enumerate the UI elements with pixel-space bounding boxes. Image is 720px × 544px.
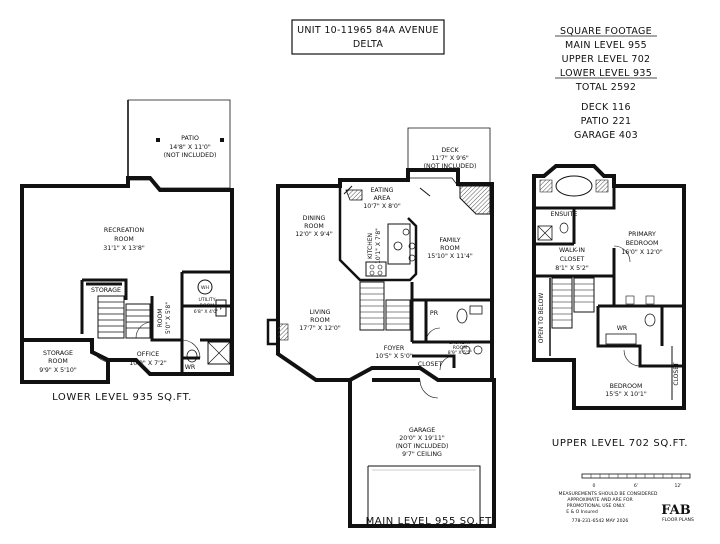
sqft-main: MAIN LEVEL 955 [565, 40, 647, 51]
disclaimer-line4: E & O Insured [566, 509, 598, 515]
garage-name: GARAGE [409, 427, 435, 434]
square-footage-summary: SQUARE FOOTAGE MAIN LEVEL 955 UPPER LEVE… [555, 26, 657, 141]
disclaimer-line3: PROMOTIONAL USE ONLY. [567, 503, 626, 509]
eating-name-2: AREA [374, 195, 392, 202]
sqft-total: TOTAL 2592 [575, 82, 636, 93]
utility-name-2: ROOM [200, 303, 214, 309]
flex-room-name: ROOM [157, 309, 164, 328]
sqft-upper: UPPER LEVEL 702 [562, 54, 651, 65]
disclaimer-line1: MEASUREMENTS SHOULD BE CONSIDERED [559, 491, 658, 497]
main-level-plan: DECK 11'7" X 9'6" (NOT INCLUDED) EATING … [266, 127, 496, 528]
storage-room-walls [20, 338, 110, 384]
upper-wr-label: WR [617, 325, 628, 332]
foyer-dims: 10'5" X 5'0" [375, 353, 413, 360]
patio-dims: 14'8" X 11'0" [169, 144, 211, 151]
sqft-deck: DECK 116 [581, 102, 631, 113]
flex-room-dims: 5'0" X 5'8" [165, 302, 172, 334]
foyer-name: FOYER [384, 345, 405, 352]
recreation-dims: 31'1" X 13'8" [103, 245, 145, 252]
upper-stairs [551, 277, 595, 329]
garage-ceiling: 9'7" CEILING [402, 451, 442, 458]
living-dims: 17'7" X 12'0" [299, 325, 341, 332]
utility-name-1: UTILITY [198, 297, 215, 303]
office-dims: 10'0" X 7'2" [129, 360, 167, 367]
dining-name-2: ROOM [304, 223, 324, 230]
contact-line: 778-231-6542 MAY 2026 [572, 518, 629, 524]
deck-note: (NOT INCLUDED) [424, 163, 477, 170]
upper-level-plan: ENSUITE PRIMARY BEDROOM 16'0" X 12'0" WA… [532, 164, 688, 449]
scale-zero: 0 [593, 483, 596, 489]
storage-room-name-1: STORAGE [43, 350, 73, 357]
laundry-name: LAUNDRY [449, 340, 471, 346]
unit-address-line2: DELTA [353, 39, 384, 50]
primary-name-2: BEDROOM [626, 240, 659, 247]
sqft-patio: PATIO 221 [581, 116, 632, 127]
scale-six: 6' [634, 483, 638, 489]
main-closet-label: CLOSET [418, 361, 443, 368]
fab-logo: FAB [661, 503, 691, 518]
bedroom-name: BEDROOM [610, 383, 643, 390]
recreation-name-1: RECREATION [104, 227, 145, 234]
patio-name: PATIO [181, 135, 199, 142]
upper-exterior-wall [532, 164, 686, 410]
open-to-below-label: OPEN TO BELOW [538, 293, 545, 344]
recreation-name-2: ROOM [114, 236, 134, 243]
main-stairs [359, 281, 411, 331]
kitchen-name: KITCHEN [367, 233, 374, 259]
storage-label: STORAGE [91, 287, 121, 294]
furnace-label: F [220, 306, 223, 312]
unit-address-line1: UNIT 10-11965 84A AVENUE [297, 25, 439, 36]
storage-room-name-2: ROOM [48, 358, 68, 365]
laundry-dims: 8'9" X 5'5" [448, 350, 473, 356]
living-name-2: ROOM [310, 317, 330, 324]
deck-name: DECK [441, 147, 459, 154]
family-name-2: ROOM [440, 245, 460, 252]
storage-room-dims: 9'9" X 5'10" [39, 367, 77, 374]
ensuite-label: ENSUITE [551, 211, 578, 218]
upper-closet-label: CLOSET [673, 362, 680, 386]
patio-note: (NOT INCLUDED) [164, 152, 217, 159]
unit-address-box: UNIT 10-11965 84A AVENUE DELTA [291, 19, 445, 55]
lower-exterior-wall [20, 176, 234, 376]
garage-walls [348, 378, 496, 528]
scale-twelve: 12' [674, 483, 681, 489]
laundry-name-2: ROOM [453, 345, 467, 351]
garage-dims: 20'0" X 19'11" [399, 435, 445, 442]
walkin-name-2: CLOSET [560, 256, 585, 263]
lower-level-plan: WH F PATIO 14'8" X 11'0" (NOT INCLUDED) … [20, 99, 234, 403]
utility-dims: 6'8" X 4'0" [194, 309, 219, 315]
kitchen-dims: 10'1" X 7'8" [375, 228, 382, 264]
living-name: LIVING [309, 309, 330, 316]
eating-name-1: EATING [370, 187, 393, 194]
dining-dims: 12'0" X 9'4" [295, 231, 333, 238]
walkin-name-1: WALK-IN [559, 247, 585, 254]
primary-dims: 16'0" X 12'0" [621, 249, 663, 256]
family-name: FAMILY [439, 237, 460, 244]
eating-dims: 10'7" X 8'0" [363, 203, 401, 210]
deck-dims: 11'7" X 9'6" [431, 155, 469, 162]
water-heater-label: WH [201, 285, 209, 291]
garage-note: (NOT INCLUDED) [396, 443, 449, 450]
disclaimer-line2: APPROXIMATE AND ARE FOR [567, 497, 633, 503]
office-name: OFFICE [137, 351, 159, 358]
dining-name: DINING [303, 215, 326, 222]
family-dims: 15'10" X 11'4" [427, 253, 473, 260]
lower-stairs [97, 295, 151, 339]
fab-logo-sub: FLOOR PLANS [662, 517, 694, 523]
main-level-title: MAIN LEVEL 955 SQ.FT. [366, 516, 495, 527]
primary-name-1: PRIMARY [628, 231, 656, 238]
bedroom-dims: 15'5" X 10'1" [605, 391, 647, 398]
sqft-garage: GARAGE 403 [574, 130, 638, 141]
walkin-dims: 8'1" X 5'2" [555, 265, 589, 272]
powder-room-label: PR [430, 310, 439, 317]
lower-level-title: LOWER LEVEL 935 SQ.FT. [52, 392, 192, 403]
scale-and-disclaimer: 0 6' 12' MEASUREMENTS SHOULD BE CONSIDER… [559, 473, 694, 524]
upper-level-title: UPPER LEVEL 702 SQ.FT. [552, 438, 688, 449]
sqft-title: SQUARE FOOTAGE [560, 26, 652, 37]
sqft-lower: LOWER LEVEL 935 [560, 68, 652, 79]
lower-wr-label: WR [185, 364, 196, 371]
